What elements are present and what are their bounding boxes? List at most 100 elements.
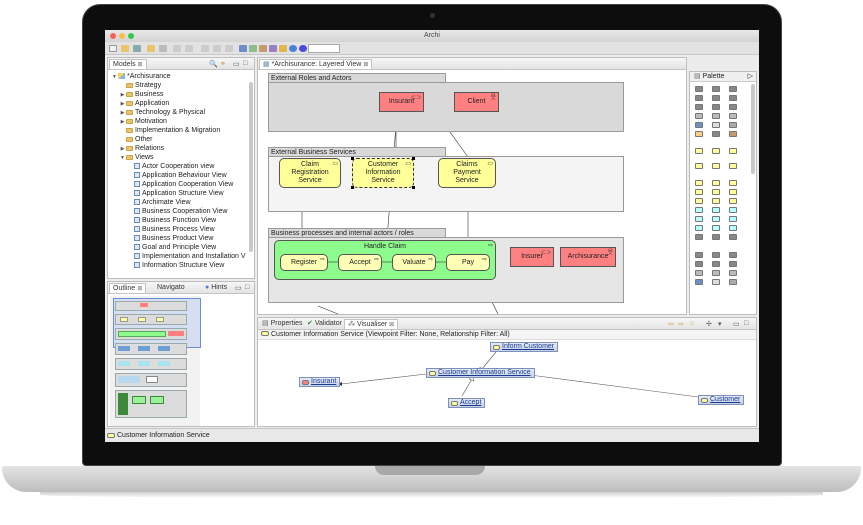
hints-view-icon[interactable] [289, 45, 297, 52]
palette-tool-icon[interactable] [729, 131, 737, 137]
palette-tool-icon[interactable] [712, 189, 720, 195]
selection-handle[interactable] [412, 186, 415, 189]
tree-item[interactable]: ▶Relations [111, 144, 255, 153]
expand-toggle-icon[interactable]: ▶ [120, 101, 125, 107]
pin-icon[interactable]: ✢ [706, 321, 712, 328]
palette-tool-icon[interactable] [729, 104, 737, 110]
tree-item[interactable]: Actor Cooperation view [111, 162, 255, 171]
navigator-view-icon[interactable] [269, 45, 277, 52]
close-tab-icon[interactable]: ⊠ [363, 62, 369, 68]
properties-view-icon[interactable] [249, 45, 257, 52]
palette-tool-icon[interactable] [729, 122, 737, 128]
minimize-window-button[interactable] [119, 33, 125, 39]
tab-navigator[interactable]: Navigato [154, 283, 188, 293]
close-window-button[interactable] [110, 33, 116, 39]
palette-tool-icon[interactable] [695, 86, 703, 92]
tree-item[interactable]: Application Structure View [111, 189, 255, 198]
palette-tool-icon[interactable] [729, 270, 737, 276]
palette-tool-icon[interactable] [729, 198, 737, 204]
copy-icon[interactable] [213, 45, 221, 52]
palette-tool-icon[interactable] [695, 252, 703, 258]
palette-tool-icon[interactable] [729, 163, 737, 169]
palette-tool-icon[interactable] [712, 225, 720, 231]
palette-tool-icon[interactable] [712, 163, 720, 169]
connection[interactable] [317, 305, 339, 315]
node-insurant[interactable]: Insurant [299, 377, 341, 387]
tree-item[interactable]: Strategy [111, 81, 255, 90]
close-tab-icon[interactable]: ⊠ [389, 322, 395, 328]
palette-tool-icon[interactable] [712, 131, 720, 137]
palette-tool-icon[interactable] [712, 198, 720, 204]
palette-tool-icon[interactable] [729, 86, 737, 92]
palette-tool-icon[interactable] [712, 180, 720, 186]
tab-visualiser[interactable]: ⁂ Visualiser⊠ [344, 319, 399, 329]
palette-tool-icon[interactable] [729, 261, 737, 267]
collapse-icon[interactable]: ▷ [747, 73, 753, 80]
palette-tool-icon[interactable] [695, 95, 703, 101]
valuate-process[interactable]: Valuate⇨ [392, 254, 436, 271]
close-tab-icon[interactable]: ⊠ [137, 286, 143, 292]
expand-toggle-icon[interactable]: ▶ [120, 92, 125, 98]
tree-item[interactable]: Application Behaviour View [111, 171, 255, 180]
selection-handle[interactable] [351, 186, 354, 189]
palette-tool-icon[interactable] [729, 252, 737, 258]
tab-layered-view[interactable]: ▦ *Archisurance: Layered View⊠ [259, 59, 373, 69]
palette-tool-icon[interactable] [695, 261, 703, 267]
redo-icon[interactable] [185, 45, 193, 52]
expand-toggle-icon[interactable]: ▶ [120, 110, 125, 116]
palette-tool-icon[interactable] [695, 131, 703, 137]
tree-item[interactable]: Business Process View [111, 225, 255, 234]
register-process[interactable]: Register⇨ [280, 254, 328, 271]
home-icon[interactable]: ⌂ [690, 320, 695, 327]
selection-handle[interactable] [412, 157, 415, 160]
palette-tool-icon[interactable] [695, 104, 703, 110]
palette-tool-icon[interactable] [712, 252, 720, 258]
palette-tool-icon[interactable] [712, 148, 720, 154]
palette-tool-icon[interactable] [712, 216, 720, 222]
minimize-icon[interactable]: ▭ [233, 61, 240, 68]
tree-item[interactable]: ▼*Archisurance [111, 72, 255, 81]
outline-thumbnail[interactable] [110, 296, 201, 426]
models-view-icon[interactable] [239, 45, 247, 52]
palette-tool-icon[interactable] [729, 189, 737, 195]
palette-tool-icon[interactable] [729, 225, 737, 231]
selection-handle[interactable] [351, 157, 354, 160]
expand-toggle-icon[interactable]: ▼ [120, 155, 125, 161]
expand-toggle-icon[interactable]: ▶ [120, 119, 125, 125]
claim-registration-service[interactable]: Claim Registration Service▭ [279, 158, 341, 188]
maximize-icon[interactable]: □ [744, 320, 749, 327]
palette-tool-icon[interactable] [712, 86, 720, 92]
tree-item[interactable]: Information Structure View [111, 261, 255, 270]
open-model-icon[interactable] [147, 45, 155, 52]
connection[interactable] [491, 301, 499, 315]
maximize-icon[interactable]: □ [245, 284, 250, 291]
node-accept[interactable]: Accept [448, 398, 486, 408]
minimize-icon[interactable]: ▭ [733, 321, 740, 328]
maximize-icon[interactable]: □ [243, 60, 248, 67]
expand-toggle-icon[interactable]: ▶ [120, 146, 125, 152]
palette-tool-icon[interactable] [712, 261, 720, 267]
palette-tool-icon[interactable] [695, 163, 703, 169]
palette-tool-icon[interactable] [712, 270, 720, 276]
palette-tool-icon[interactable] [729, 180, 737, 186]
tree-scrollbar[interactable] [249, 82, 253, 252]
new-file-icon[interactable] [109, 45, 117, 52]
palette-tool-icon[interactable] [695, 279, 703, 285]
palette-tool-icon[interactable] [729, 113, 737, 119]
maximize-window-button[interactable] [128, 33, 134, 39]
palette-tool-icon[interactable] [729, 279, 737, 285]
diagram-canvas[interactable]: External Roles and Actors External Busin… [258, 70, 686, 315]
insurer-role[interactable]: Insurer⊂⊃ [510, 247, 554, 267]
view-menu-icon[interactable]: ▾ [718, 321, 722, 328]
group-external-roles[interactable] [268, 82, 624, 132]
palette-tool-icon[interactable] [695, 270, 703, 276]
zoom-combo[interactable] [308, 44, 340, 53]
node-inform-customer[interactable]: Inform Customer [490, 342, 559, 352]
tree-item[interactable]: Business Cooperation View [111, 207, 255, 216]
back-icon[interactable]: ⇦ [668, 321, 674, 328]
palette-tool-icon[interactable] [695, 189, 703, 195]
palette-tool-icon[interactable] [712, 207, 720, 213]
palette-tool-icon[interactable] [695, 225, 703, 231]
